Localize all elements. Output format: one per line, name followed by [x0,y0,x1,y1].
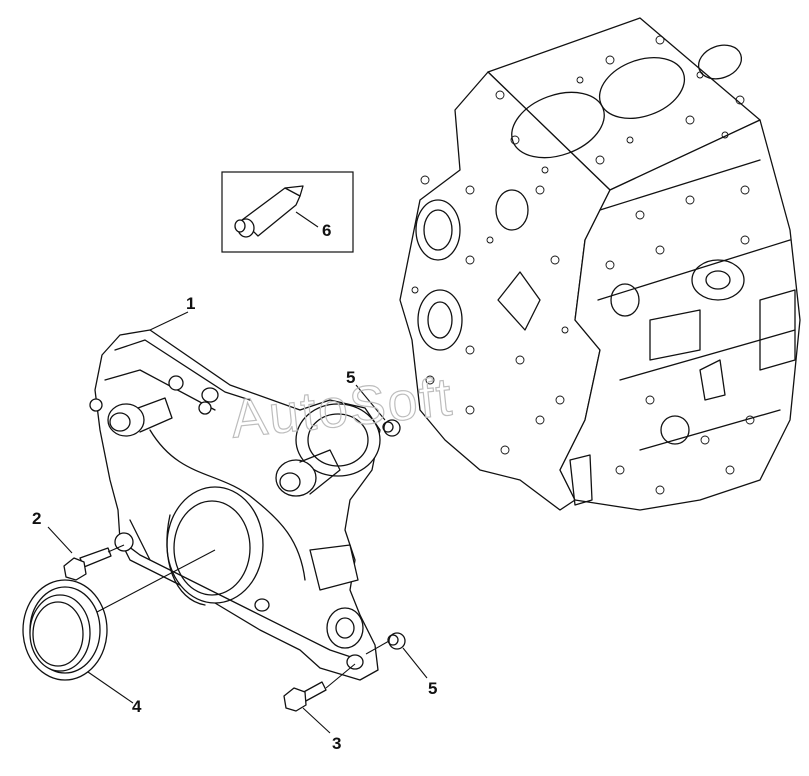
bolt-part-3 [283,681,327,712]
callout-6: 6 [322,221,331,240]
dowel-bushing-upper [382,419,401,437]
timing-cover [89,329,381,681]
callout-2: 2 [32,509,41,528]
leader-lines [47,311,428,734]
callout-4: 4 [132,697,142,716]
sealant-tube-inset [221,171,354,253]
callout-1: 1 [186,294,195,313]
bolt-part-2 [63,547,112,581]
engine-block [399,17,801,511]
dowel-bushing-lower [387,632,406,650]
callout-3: 3 [332,734,341,753]
watermark: AutoSoft [228,367,456,450]
callouts: 1 2 3 4 5 5 6 [32,221,437,753]
callout-5-upper: 5 [346,368,355,387]
callout-5-lower: 5 [428,679,437,698]
crankshaft-seal [22,579,108,681]
